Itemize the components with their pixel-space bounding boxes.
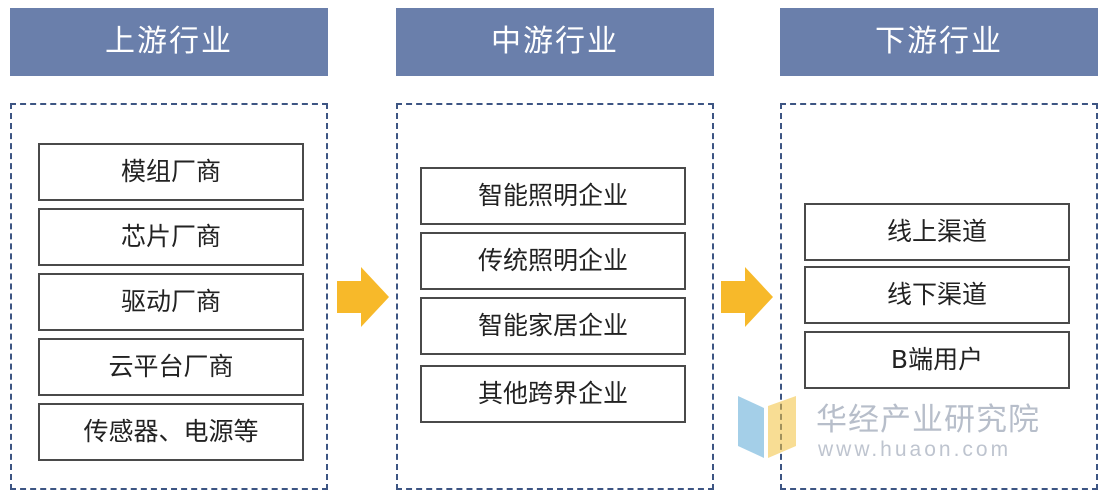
upstream-item: 云平台厂商 bbox=[38, 338, 304, 396]
arrow-right-icon bbox=[337, 267, 389, 327]
downstream-item: 线上渠道 bbox=[804, 203, 1070, 261]
upstream-panel: 模组厂商 芯片厂商 驱动厂商 云平台厂商 传感器、电源等 bbox=[10, 103, 328, 490]
arrow-right-icon bbox=[721, 267, 773, 327]
downstream-column: 下游行业 线上渠道 线下渠道 B端用户 bbox=[780, 0, 1098, 500]
midstream-header: 中游行业 bbox=[396, 8, 714, 76]
upstream-item: 驱动厂商 bbox=[38, 273, 304, 331]
midstream-column: 中游行业 智能照明企业 传统照明企业 智能家居企业 其他跨界企业 bbox=[396, 0, 714, 500]
watermark-url: www.huaon.com bbox=[818, 438, 1012, 461]
watermark-name: 华经产业研究院 bbox=[816, 402, 1040, 438]
downstream-header: 下游行业 bbox=[780, 8, 1098, 76]
midstream-item: 其他跨界企业 bbox=[420, 365, 686, 423]
midstream-item: 智能照明企业 bbox=[420, 167, 686, 225]
upstream-column: 上游行业 模组厂商 芯片厂商 驱动厂商 云平台厂商 传感器、电源等 bbox=[10, 0, 328, 500]
downstream-panel: 线上渠道 线下渠道 B端用户 bbox=[780, 103, 1098, 490]
upstream-item: 芯片厂商 bbox=[38, 208, 304, 266]
huaon-logo-icon bbox=[738, 396, 796, 458]
downstream-item: B端用户 bbox=[804, 331, 1070, 389]
midstream-item: 智能家居企业 bbox=[420, 297, 686, 355]
watermark: 华经产业研究院 www.huaon.com bbox=[738, 394, 1098, 464]
midstream-item: 传统照明企业 bbox=[420, 232, 686, 290]
upstream-header: 上游行业 bbox=[10, 8, 328, 76]
upstream-item: 传感器、电源等 bbox=[38, 403, 304, 461]
midstream-panel: 智能照明企业 传统照明企业 智能家居企业 其他跨界企业 bbox=[396, 103, 714, 490]
downstream-item: 线下渠道 bbox=[804, 266, 1070, 324]
upstream-item: 模组厂商 bbox=[38, 143, 304, 201]
